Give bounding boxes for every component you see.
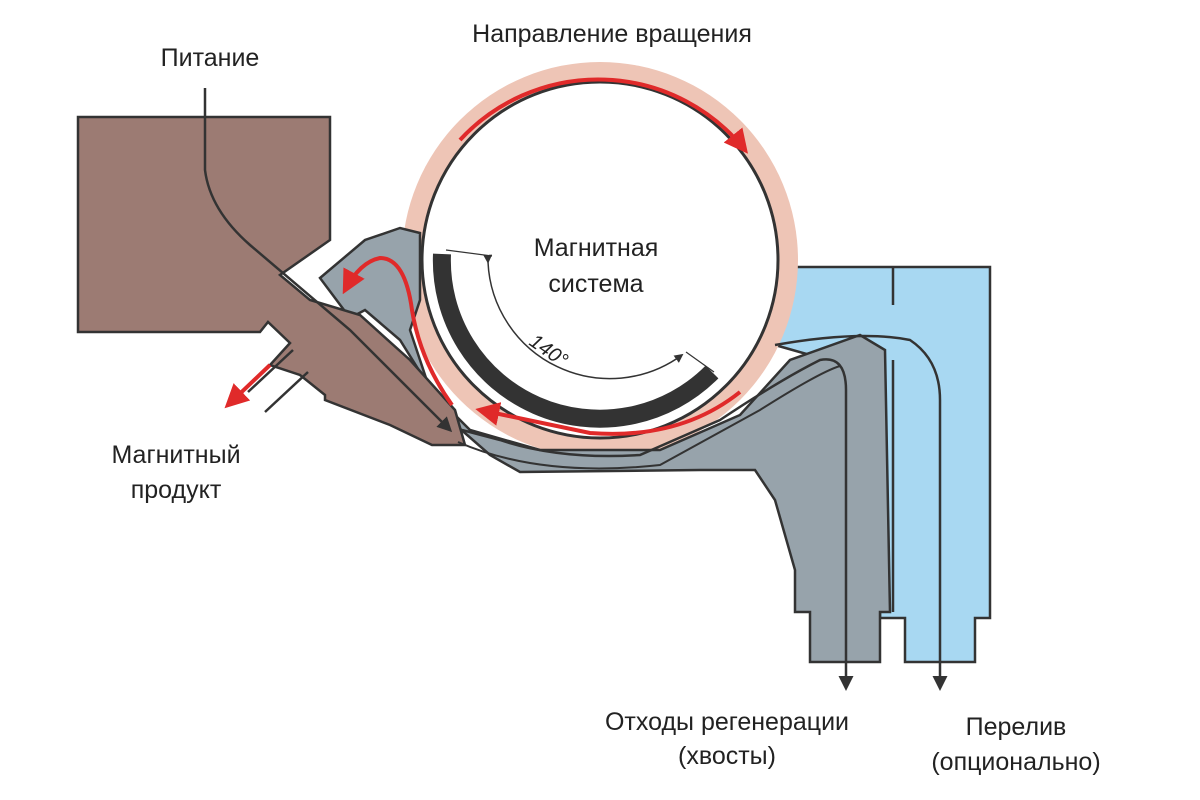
overflow-flow-line: [774, 334, 948, 691]
product-pipe-wall: [264, 371, 309, 413]
overflow-label-line1: Перелив: [966, 713, 1067, 741]
tailings-flow-line-inner: [457, 365, 841, 470]
magnetic-product-flow-arrow: [475, 390, 742, 436]
magnetic-lift-arrow: [342, 255, 454, 407]
separator-tank: [318, 226, 892, 664]
angle-tick: [445, 249, 493, 257]
feed-flow-line: [203, 88, 453, 433]
magnetic-product-label-line2: продукт: [131, 476, 222, 504]
overflow-label-line2: (опционально): [931, 748, 1100, 776]
tailings-label-line1: Отходы регенерации: [605, 708, 849, 736]
angle-indicator-arc: [483, 254, 684, 380]
magnetic-product-label-line1: Магнитный: [111, 441, 240, 469]
magnetic-product-out-arrow: [224, 363, 272, 409]
magnet-arc: [432, 253, 719, 428]
feed-box: [76, 115, 467, 447]
magnet-system-label-line1: Магнитная: [534, 234, 659, 262]
product-pipe-wall: [247, 349, 294, 393]
rotation-label: Направление вращения: [472, 20, 752, 48]
feed-label: Питание: [161, 44, 260, 72]
magnet-system-label-line2: система: [548, 270, 643, 298]
tailings-label-line2: (хвосты): [678, 742, 776, 770]
angle-tick: [685, 351, 715, 373]
rotation-arrow: [458, 77, 749, 154]
tailings-flow-line: [461, 358, 854, 691]
